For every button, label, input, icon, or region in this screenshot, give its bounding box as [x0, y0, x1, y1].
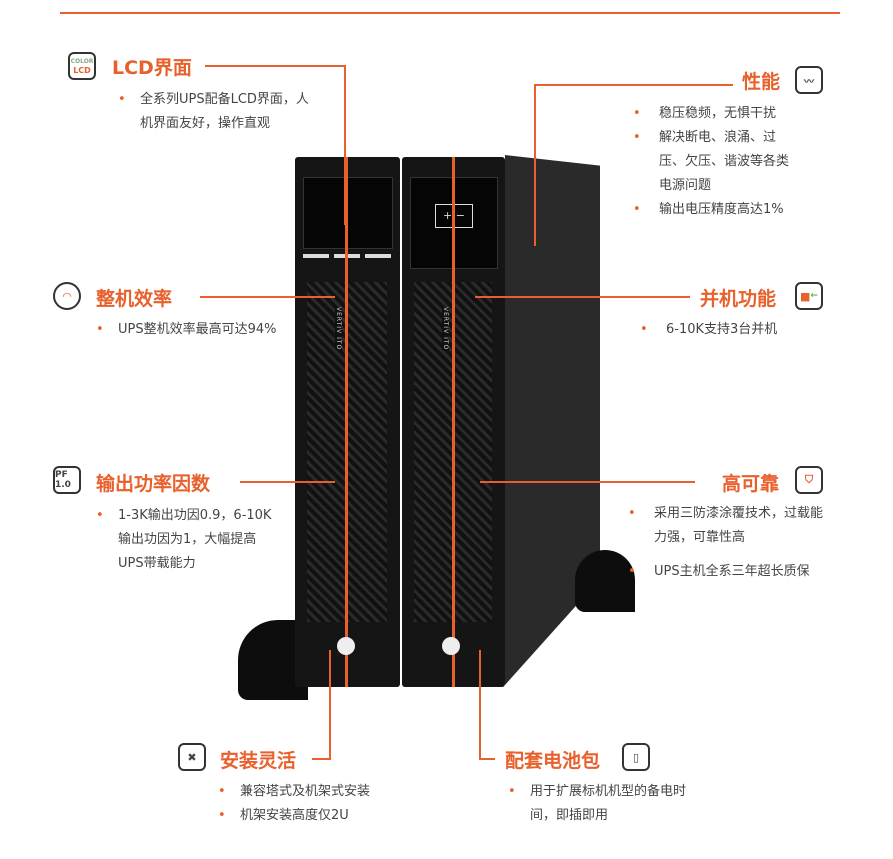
feature-list-efficiency: UPS整机效率最高可达94%	[96, 318, 306, 342]
list-item: 1-3K输出功因0.9，6-10K输出功因为1，大幅提高UPS带载能力	[96, 504, 281, 576]
parallel-connect-icon: ■←	[795, 282, 823, 310]
orange-stripe	[452, 157, 455, 687]
list-item: 稳压稳频，无惧干扰	[633, 102, 793, 126]
list-item: 用于扩展标机机型的备电时间，即插即用	[508, 780, 708, 828]
feature-list-lcd: 全系列UPS配备LCD界面，人机界面友好，操作直观	[118, 88, 318, 136]
feature-title-install: 安装灵活	[220, 750, 297, 772]
callout-line	[479, 758, 495, 760]
tools-icon: ✖	[178, 743, 206, 771]
feature-list-install: 兼容塔式及机架式安装 机架安装高度仅2U	[218, 780, 418, 828]
lcd-icon: COLOR LCD	[68, 52, 96, 80]
brand-label: VERTIV ITO	[335, 307, 342, 351]
feature-list-battery: 用于扩展标机机型的备电时间，即插即用	[508, 780, 708, 828]
feature-title-reliable: 高可靠	[722, 473, 780, 495]
callout-line	[344, 65, 346, 225]
callout-line	[240, 481, 335, 483]
list-item: 采用三防漆涂覆技术，过载能力强，可靠性高	[628, 502, 828, 550]
feature-title-pf: 输出功率因数	[96, 473, 211, 495]
top-rule	[60, 12, 840, 14]
callout-line	[205, 65, 345, 67]
list-item: 机架安装高度仅2U	[218, 804, 418, 828]
lcd-icon-text: COLOR LCD	[70, 58, 94, 75]
list-item: UPS主机全系三年超长质保	[628, 560, 828, 584]
callout-line	[479, 650, 481, 760]
callout-line	[480, 481, 695, 483]
callout-line	[200, 296, 335, 298]
callout-line	[475, 296, 690, 298]
callout-line	[535, 84, 733, 86]
feature-title-parallel: 并机功能	[700, 288, 777, 310]
list-item: 全系列UPS配备LCD界面，人机界面友好，操作直观	[118, 88, 318, 136]
feature-list-performance: 稳压稳频，无惧干扰 解决断电、浪涌、过压、欠压、谐波等各类电源问题 输出电压精度…	[633, 102, 793, 222]
callout-line	[312, 758, 331, 760]
brand-label: VERTIV ITO	[442, 307, 449, 351]
list-item: 兼容塔式及机架式安装	[218, 780, 418, 804]
logo-icon	[442, 637, 460, 655]
feature-title-lcd: LCD界面	[112, 57, 192, 79]
ups-unit: VERTIV ITO	[295, 157, 400, 687]
feature-list-reliable: 采用三防漆涂覆技术，过载能力强，可靠性高 UPS主机全系三年超长质保	[628, 502, 828, 584]
pf-icon: PF 1.0	[53, 466, 81, 494]
list-item: 解决断电、浪涌、过压、欠压、谐波等各类电源问题	[633, 126, 793, 198]
callout-line	[329, 650, 331, 760]
list-item: UPS整机效率最高可达94%	[96, 318, 306, 342]
feature-list-pf: 1-3K输出功因0.9，6-10K输出功因为1，大幅提高UPS带载能力	[96, 504, 281, 576]
shield-icon: ⛉	[795, 466, 823, 494]
feature-title-performance: 性能	[742, 71, 781, 93]
list-item: 输出电压精度高达1%	[633, 198, 793, 222]
list-item: 6-10K支持3台并机	[640, 318, 810, 342]
battery-pack-unit: + − VERTIV ITO	[402, 157, 505, 687]
gauge-icon: ◠	[53, 282, 81, 310]
battery-pack-icon: ▯	[622, 743, 650, 771]
feature-title-battery: 配套电池包	[505, 750, 601, 772]
waveform-icon: 〰	[795, 66, 823, 94]
feature-title-efficiency: 整机效率	[96, 288, 173, 310]
logo-icon	[337, 637, 355, 655]
orange-stripe	[345, 157, 348, 687]
feature-list-parallel: 6-10K支持3台并机	[640, 318, 810, 342]
right-foot	[575, 550, 635, 612]
lcd-screen	[303, 177, 393, 249]
callout-line	[534, 84, 536, 246]
